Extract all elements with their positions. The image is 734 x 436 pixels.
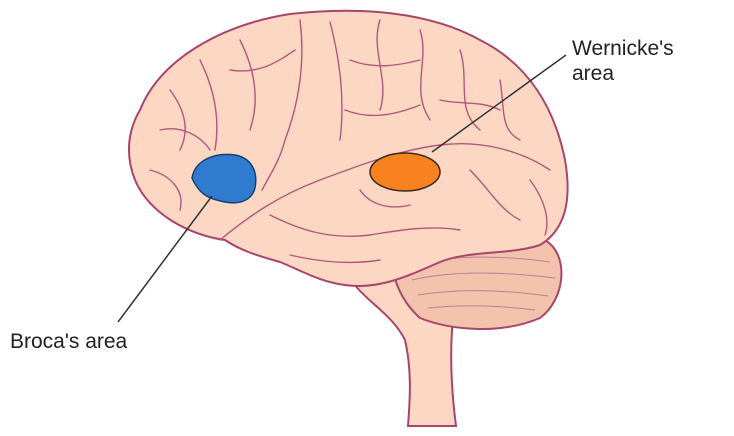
wernicke-label: Wernicke's area [572,36,674,86]
cerebrum [128,9,569,287]
wernicke-label-line1: Wernicke's [572,37,674,60]
wernicke-area [369,152,441,192]
wernicke-label-line2: area [572,62,615,85]
broca-label: Broca's area [10,330,128,353]
wernicke-leader-line [431,54,567,153]
broca-leader-line [117,195,213,323]
broca-area [191,153,257,204]
brain-sulci [149,19,551,264]
